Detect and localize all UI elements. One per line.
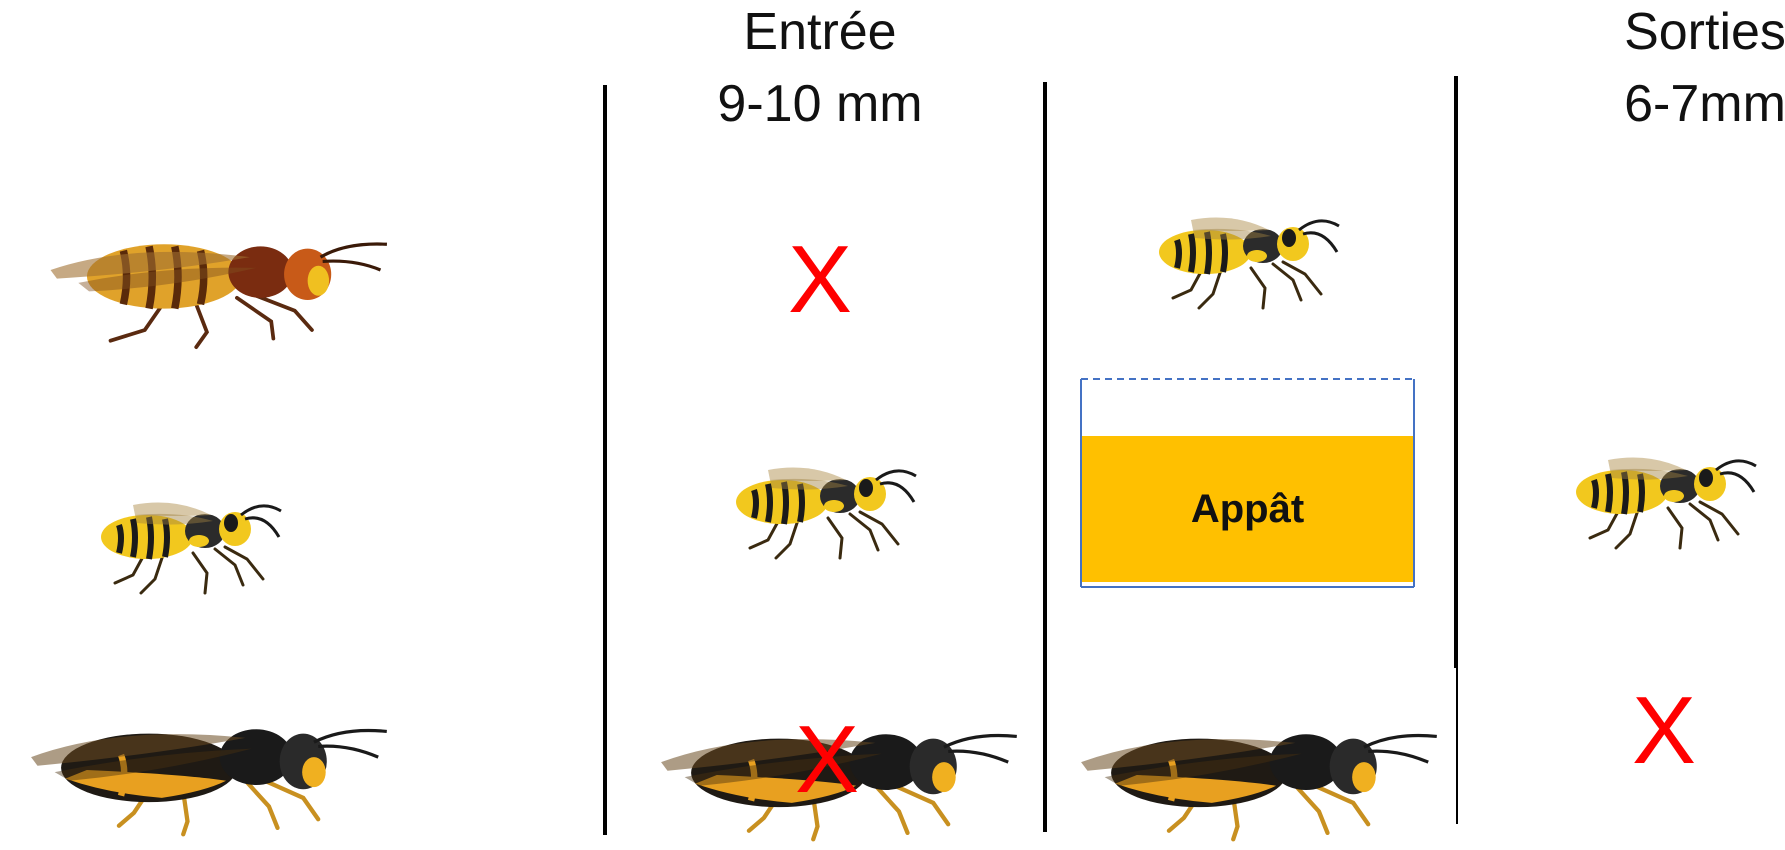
common-wasp-icon	[70, 475, 300, 605]
european-hornet-icon	[38, 210, 408, 360]
common-wasp-icon	[705, 440, 935, 570]
entry-blocked-cross-icon: X	[788, 226, 853, 333]
divider-exit	[1454, 76, 1458, 668]
exit-title: Sorties	[1624, 3, 1785, 61]
divider-exit-lower	[1456, 668, 1458, 824]
common-wasp-icon	[1128, 190, 1358, 320]
entry-heading: Entrée 9-10 mm	[670, 0, 970, 140]
entry-asian-cross-icon: X	[795, 706, 860, 813]
bait-label: Appât	[1190, 486, 1305, 531]
common-wasp-icon	[1545, 430, 1775, 560]
bait-container: Appât	[1080, 378, 1415, 588]
exit-heading: Sorties 6-7mm	[1555, 0, 1785, 140]
bait-fill: Appât	[1080, 436, 1415, 582]
divider-entry-left	[603, 85, 607, 835]
exit-size: 6-7mm	[1624, 75, 1785, 133]
divider-entry-right	[1043, 82, 1047, 832]
entry-size: 9-10 mm	[717, 75, 923, 133]
asian-hornet-icon	[1065, 700, 1455, 850]
asian-hornet-icon	[15, 695, 405, 845]
entry-title: Entrée	[743, 3, 897, 61]
exit-blocked-cross-icon: X	[1632, 677, 1697, 784]
